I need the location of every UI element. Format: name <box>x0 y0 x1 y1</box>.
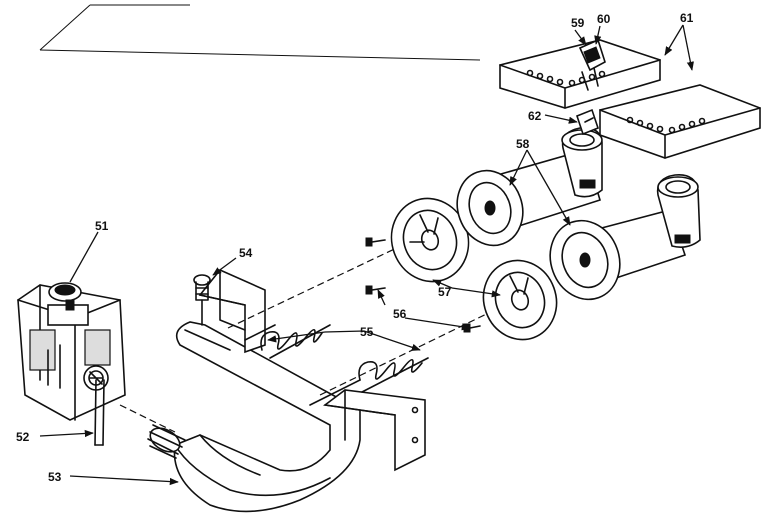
mounting-bracket-right <box>322 389 426 472</box>
port-holes-lower <box>626 116 706 134</box>
air-shutter-lower <box>482 259 558 341</box>
air-shutter-upper <box>390 197 470 283</box>
burner-head-lower <box>599 84 761 159</box>
callout-61: 61 <box>680 11 694 25</box>
port-holes-upper <box>526 69 606 87</box>
burner-head-upper <box>499 39 661 109</box>
burner-upper <box>456 126 603 247</box>
callout-56: 56 <box>393 307 407 321</box>
callout-54: 54 <box>239 246 253 260</box>
air-shutter-spring-upper <box>244 324 331 359</box>
callout-51: 51 <box>95 219 109 233</box>
pilot-bracket <box>576 108 599 136</box>
callout-58: 58 <box>516 137 530 151</box>
leader-lines <box>39 24 694 486</box>
pilot-tube <box>94 379 105 446</box>
callout-62: 62 <box>528 109 542 123</box>
callout-60: 60 <box>597 12 611 26</box>
air-shutter-spring-lower <box>309 357 429 406</box>
orifice-spud <box>193 274 211 326</box>
thermocouple-bracket <box>578 38 606 91</box>
assembly-centerline-valve <box>119 404 176 433</box>
manifold-pipe <box>147 321 361 513</box>
burner-lower <box>549 173 701 301</box>
screw-left-shutter <box>365 237 386 247</box>
gas-valve <box>17 282 126 421</box>
callout-57: 57 <box>438 285 452 299</box>
callout-53: 53 <box>48 470 62 484</box>
callout-59: 59 <box>571 16 585 30</box>
callout-55: 55 <box>360 325 374 339</box>
background-lines <box>39 4 481 61</box>
callout-52: 52 <box>16 430 30 444</box>
screw-upper <box>365 285 386 295</box>
